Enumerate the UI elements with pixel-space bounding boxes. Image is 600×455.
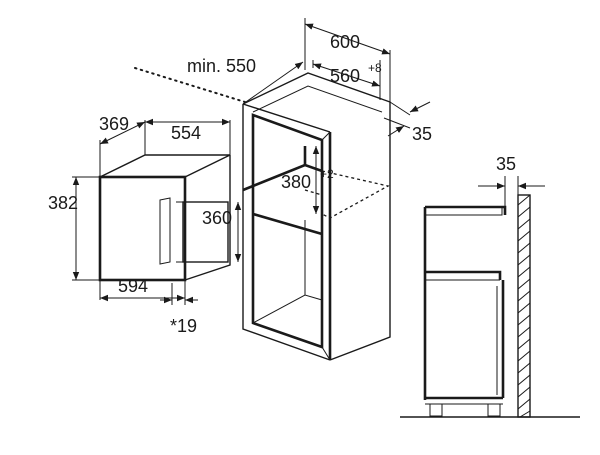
label-gap-top: 35 (412, 124, 432, 144)
label-cabinet-width: 600 (330, 32, 360, 52)
cabinet-drawing (134, 18, 431, 361)
label-niche-height-tolerance: +2 (320, 167, 334, 181)
wall-hatching (517, 194, 531, 418)
label-appliance-inner-height: 360 (202, 208, 232, 228)
label-appliance-depth: 369 (99, 114, 129, 134)
label-niche-width-tolerance: +8 (368, 61, 382, 75)
label-appliance-height: 382 (48, 193, 78, 213)
label-gap-side: 35 (496, 154, 516, 174)
label-niche-min-depth: min. 550 (187, 56, 256, 76)
label-niche-width: 560 (330, 66, 360, 86)
label-appliance-width: 594 (118, 276, 148, 296)
label-niche-height: 380 (281, 172, 311, 192)
microwave-drawing (72, 118, 242, 305)
side-view-drawing (400, 176, 580, 418)
label-appliance-inner-width: 554 (171, 123, 201, 143)
label-front-offset: *19 (170, 316, 197, 336)
